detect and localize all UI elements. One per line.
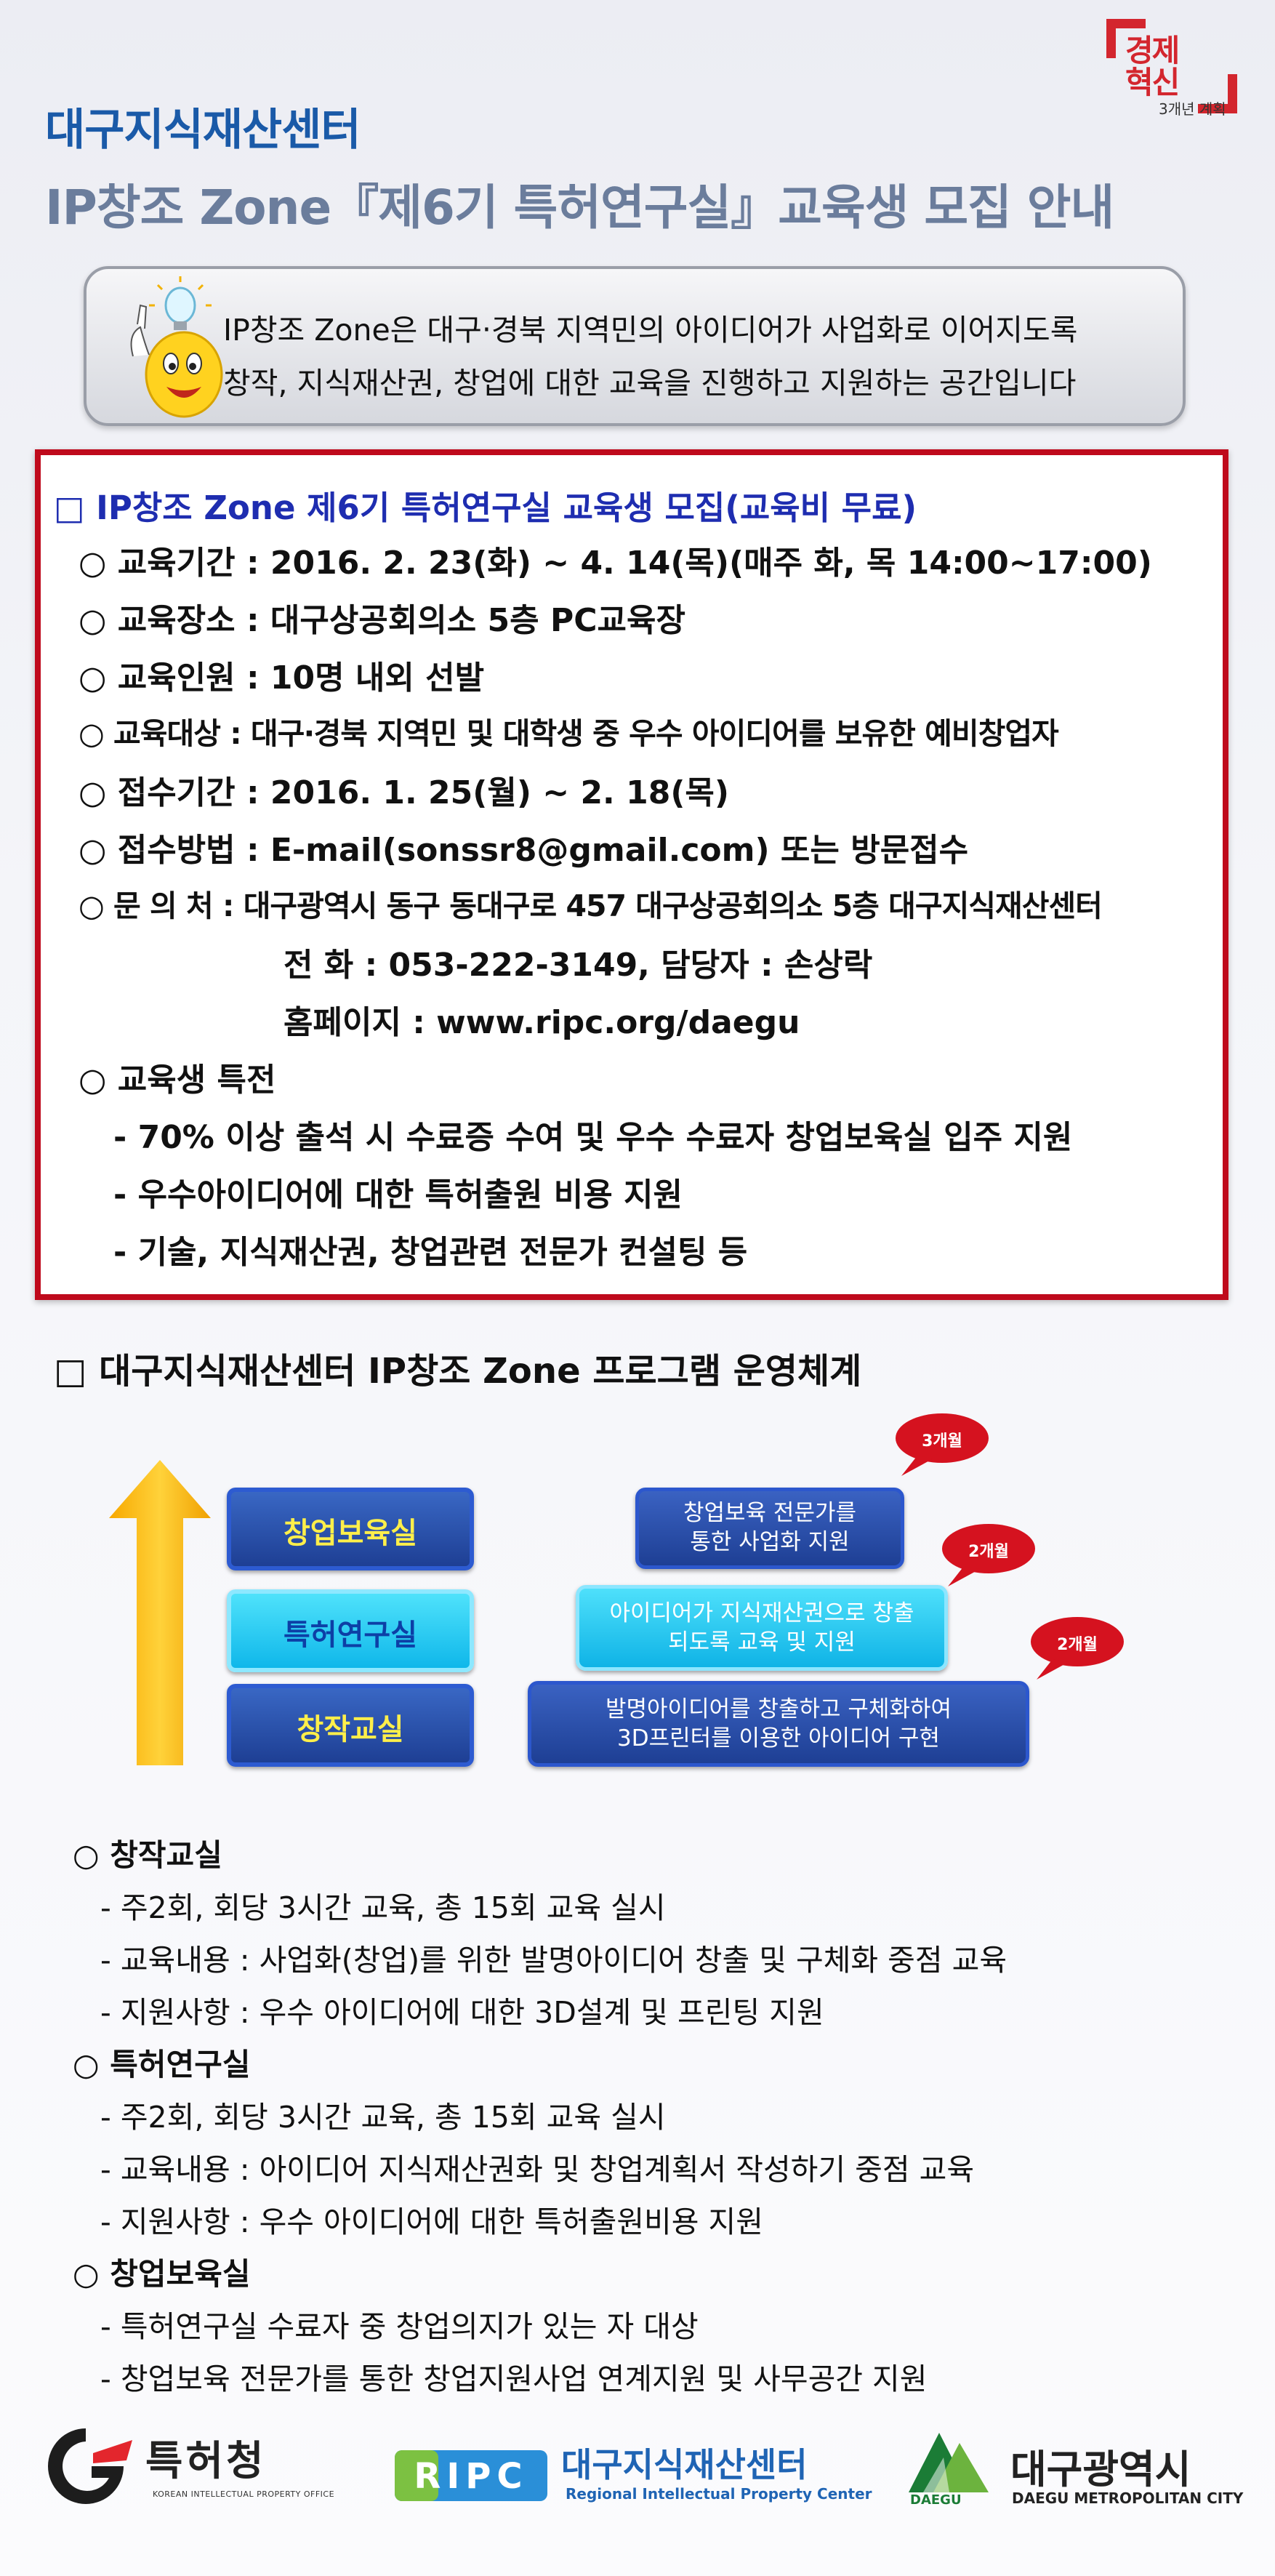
program-item: - 주2회, 회당 3시간 교육, 총 15회 교육 실시 [100, 2100, 666, 2135]
period-label: 2개월 [968, 1543, 1009, 1561]
program-heading-patent-lab: ○ 특허연구실 [73, 2047, 251, 2082]
period-label: 2개월 [1057, 1636, 1098, 1654]
period-bubble: 2개월 [942, 1522, 1044, 1588]
intro-box: IP창조 Zone은 대구‧경북 지역민의 아이디어가 사업화로 이어지도록 창… [84, 266, 1186, 426]
daegu-sub: DAEGU METROPOLITAN CITY [1012, 2489, 1244, 2507]
recruitment-heading: □ IP창조 Zone 제6기 특허연구실 교육생 모집(교육비 무료) [54, 489, 917, 527]
speech-bubble-icon [942, 1524, 1035, 1586]
kipo-name: 특허청 [145, 2438, 267, 2485]
speech-bubble-icon [896, 1413, 989, 1476]
program-structure-heading: □ 대구지식재산센터 IP창조 Zone 프로그램 운영체계 [54, 1351, 862, 1392]
ripc-logo-icon [395, 2450, 547, 2501]
program-item: - 특허연구실 수료자 중 창업의지가 있는 자 대상 [100, 2309, 699, 2344]
upward-arrow-icon [109, 1460, 211, 1765]
daegu-name: 대구광역시 [1010, 2447, 1191, 2492]
speech-bubble-icon [1031, 1617, 1124, 1680]
daegu-mountain-icon [909, 2433, 989, 2492]
desc-line: 발명아이디어를 창출하고 구체화하여 [605, 1696, 952, 1722]
desc-startup-incubation: 창업보육 전문가를 통한 사업화 지원 [635, 1488, 904, 1569]
desc-line: 창업보육 전문가를 [683, 1500, 856, 1526]
desc-line: 3D프린터를 이용한 아이디어 구현 [617, 1725, 940, 1752]
level-creation-class: 창작교실 [227, 1684, 474, 1767]
level-startup-incubation: 창업보육실 [227, 1488, 474, 1570]
recruit-row-apply-method: ○ 접수방법 : E-mail(sonssr8@gmail.com) 또는 방문… [79, 832, 969, 869]
desc-line: 되도록 교육 및 지원 [668, 1629, 856, 1656]
program-heading-creation-class: ○ 창작교실 [73, 1837, 222, 1873]
kipo-emblem-icon [48, 2428, 132, 2504]
intro-line-1: IP창조 Zone은 대구‧경북 지역민의 아이디어가 사업화로 이어지도록 [223, 313, 1078, 348]
period-bubble: 3개월 [896, 1412, 997, 1477]
recruit-row-count: ○ 교육인원 : 10명 내외 선발 [79, 659, 485, 697]
economic-innovation-logo: 경제 혁신 3개년 계획 [1106, 19, 1237, 118]
contact-website: 홈페이지 : www.ripc.org/daegu [283, 1004, 800, 1041]
daegu-mini-label: DAEGU [910, 2492, 962, 2508]
logo-bracket-top-left [1106, 19, 1146, 58]
logo-text: 경제 혁신 [1125, 33, 1180, 100]
recruit-row-contact: ○ 문 의 처 : 대구광역시 동구 동대구로 457 대구상공회의소 5층 대… [79, 888, 1103, 923]
recruit-row-apply-period: ○ 접수기간 : 2016. 1. 25(월) ~ 2. 18(목) [79, 774, 730, 811]
benefit-item: - 우수아이디어에 대한 특허출원 비용 지원 [113, 1176, 683, 1213]
benefit-heading: ○ 교육생 특전 [79, 1062, 276, 1099]
ripc-letters: RIPC [414, 2456, 528, 2497]
logo-sub: 3개년 계획 [1159, 100, 1226, 118]
desc-patent-lab: 아이디어가 지식재산권으로 창출 되도록 교육 및 지원 [576, 1585, 948, 1671]
program-item: - 창업보육 전문가를 통한 창업지원사업 연계지원 및 사무공간 지원 [100, 2362, 928, 2396]
page-title: IP창조 Zone『제6기 특허연구실』교육생 모집 안내 [45, 180, 1114, 236]
kipo-sub: KOREAN INTELLECTUAL PROPERTY OFFICE [153, 2489, 335, 2499]
logo-bracket-bottom-right [1198, 74, 1237, 113]
program-heading-startup-incubation: ○ 창업보육실 [73, 2256, 251, 2292]
recruit-row-target: ○ 교육대상 : 대구‧경북 지역민 및 대학생 중 우수 아이디어를 보유한 … [79, 716, 1059, 751]
recruit-row-period: ○ 교육기간 : 2016. 2. 23(화) ~ 4. 14(목)(매주 화,… [79, 545, 1152, 582]
logo-line2: 혁신 [1125, 65, 1180, 100]
benefit-item: - 70% 이상 출석 시 수료증 수여 및 우수 수료자 창업보육실 입주 지… [113, 1119, 1073, 1156]
recruit-row-place: ○ 교육장소 : 대구상공회의소 5층 PC교육장 [79, 602, 685, 639]
logo-line1: 경제 [1125, 33, 1180, 68]
program-item: - 교육내용 : 아이디어 지식재산권화 및 창업계획서 작성하기 중점 교육 [100, 2152, 975, 2187]
ripc-name: 대구지식재산센터 [561, 2445, 808, 2484]
intro-line-2: 창작, 지식재산권, 창업에 대한 교육을 진행하고 지원하는 공간입니다 [223, 366, 1077, 401]
idea-mascot-icon [130, 276, 223, 418]
ripc-sub: Regional Intellectual Property Center [566, 2485, 872, 2503]
program-item: - 주2회, 회당 3시간 교육, 총 15회 교육 실시 [100, 1890, 666, 1925]
period-label: 3개월 [922, 1432, 962, 1450]
program-item: - 지원사항 : 우수 아이디어에 대한 3D설계 및 프린팅 지원 [100, 1995, 824, 2030]
recruitment-box: □ IP창조 Zone 제6기 특허연구실 교육생 모집(교육비 무료) ○ 교… [35, 449, 1228, 1300]
desc-line: 아이디어가 지식재산권으로 창출 [609, 1600, 914, 1626]
program-item: - 교육내용 : 사업화(창업)를 위한 발명아이디어 창출 및 구체화 중점 … [100, 1943, 1007, 1978]
benefit-item: - 기술, 지식재산권, 창업관련 전문가 컨설팅 등 [113, 1234, 748, 1271]
level-patent-lab: 특허연구실 [227, 1589, 474, 1672]
period-bubble: 2개월 [1031, 1616, 1133, 1681]
program-item: - 지원사항 : 우수 아이디어에 대한 특허출원비용 지원 [100, 2204, 763, 2239]
desc-creation-class: 발명아이디어를 창출하고 구체화하여 3D프린터를 이용한 아이디어 구현 [528, 1681, 1029, 1767]
contact-phone: 전 화 : 053-222-3149, 담당자 : 손상락 [283, 947, 873, 984]
org-title: 대구지식재산센터 [45, 105, 361, 156]
desc-line: 통한 사업화 지원 [690, 1529, 850, 1555]
